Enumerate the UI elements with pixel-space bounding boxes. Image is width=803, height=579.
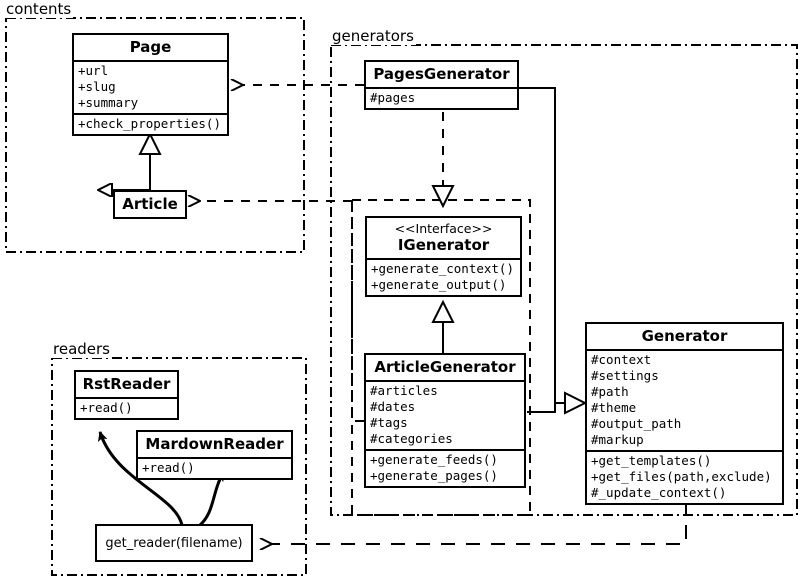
class-rstreader-title: RstReader [82,375,171,393]
class-rstreader[interactable]: RstReader +read() [74,370,179,420]
class-mardownreader-title: MardownReader [145,435,284,453]
attribute: #markup [591,432,644,447]
class-generator-title: Generator [641,327,728,345]
attribute: #settings [591,368,659,383]
function-get-reader[interactable]: get_reader(filename) [95,524,253,562]
package-label-generators: generators [330,27,416,45]
class-page-operations: +check_properties() [74,113,227,134]
attribute: #pages [370,90,416,105]
operation: #_update_context() [591,485,727,500]
operation: +read() [142,460,195,475]
generalization-articlegenerator-igenerator [431,299,455,355]
function-get-reader-label: get_reader(filename) [105,535,243,551]
package-label-contents: contents [4,0,74,18]
dependency-generator-getreader [272,500,687,544]
operation: +read() [80,400,133,415]
class-pagesgenerator-title: PagesGenerator [373,65,510,83]
class-igenerator-stereotype: <<Interface>> [394,221,493,236]
creates-getreader-rstreader [97,431,184,526]
class-mardownreader[interactable]: MardownReader +read() [136,430,293,480]
attribute: #articles [370,383,438,398]
class-rstreader-operations: +read() [76,397,177,418]
class-articlegenerator-attributes: #articles #dates #tags #categories [366,380,524,449]
attribute: #categories [370,431,453,446]
class-page-title: Page [129,38,172,56]
package-border-contents [5,17,305,253]
operation: +generate_pages() [370,468,498,483]
class-page-attributes: +url +slug +summary [74,60,227,113]
generalization-to-generator [519,87,588,415]
class-generator-operations: +get_templates() +get_files(path,exclude… [587,450,782,503]
realization-pagesgenerator-igenerator [431,112,455,209]
attribute: #output_path [591,416,682,431]
attribute: #path [591,384,629,399]
operation: +generate_output() [371,277,507,292]
dependency-articlegenerator-article [200,201,364,422]
package-border-generators-outer [330,44,798,516]
attribute: #dates [370,399,416,414]
class-articlegenerator-title: ArticleGenerator [374,358,516,376]
attribute: +slug [78,79,116,94]
class-generator-attributes: #context #settings #path #theme #output_… [587,349,782,450]
operation: +get_templates() [591,453,712,468]
generalization-article-to-page [138,131,162,190]
attribute: #theme [591,400,637,415]
attribute: #tags [370,415,408,430]
class-pagesgenerator[interactable]: PagesGenerator #pages [364,60,519,110]
operation: +get_files(path,exclude) [591,469,772,484]
class-pagesgenerator-attributes: #pages [366,87,517,108]
class-igenerator[interactable]: <<Interface>> IGenerator +generate_conte… [365,216,522,297]
class-articlegenerator-operations: +generate_feeds() +generate_pages() [366,449,524,486]
class-mardownreader-operations: +read() [138,457,291,478]
attribute: +summary [78,95,139,110]
package-border-readers [51,357,307,576]
attribute: +url [78,63,109,78]
operation: +generate_context() [371,261,514,276]
attribute: #context [591,352,652,367]
class-page[interactable]: Page +url +slug +summary +check_properti… [72,33,229,136]
class-article[interactable]: Article [113,190,187,219]
class-article-title: Article [122,195,178,213]
class-igenerator-operations: +generate_context() +generate_output() [367,258,520,295]
class-igenerator-title: IGenerator [397,236,490,254]
class-generator[interactable]: Generator #context #settings #path #them… [585,322,784,505]
class-articlegenerator[interactable]: ArticleGenerator #articles #dates #tags … [364,353,526,488]
operation: +generate_feeds() [370,452,498,467]
operation: +check_properties() [78,116,221,131]
package-label-readers: readers [51,340,112,358]
